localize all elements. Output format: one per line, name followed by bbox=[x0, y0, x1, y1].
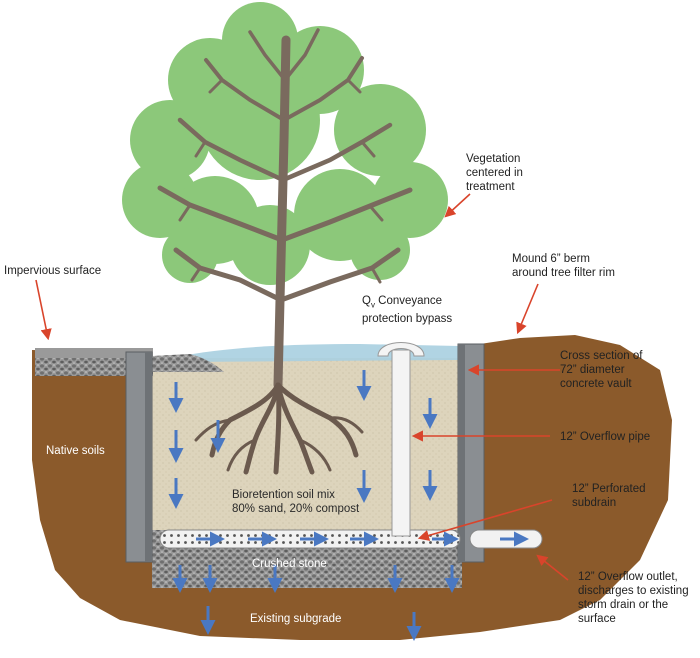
label-impervious-surface: Impervious surface bbox=[4, 265, 102, 277]
rock-mulch bbox=[152, 354, 224, 372]
bypass-subscript: v bbox=[370, 300, 375, 310]
callout-perforated bbox=[417, 499, 553, 541]
callout-impervious bbox=[35, 279, 52, 341]
label-bypass: Qv Conveyance protection bypass bbox=[362, 294, 452, 326]
label-existing-subgrade: Existing subgrade bbox=[250, 613, 342, 625]
bypass-q: Q bbox=[362, 295, 371, 307]
impervious-slab bbox=[35, 348, 153, 358]
overflow-pipe-cap bbox=[377, 342, 425, 357]
callout-arrows bbox=[35, 193, 569, 581]
label-mound-berm: Mound 6” berm around tree filter rim bbox=[512, 253, 615, 279]
label-overflow-pipe: 12” Overflow pipe bbox=[560, 431, 651, 443]
callout-mound bbox=[516, 283, 539, 335]
label-concrete-vault: Cross section of 72” diameter concrete v… bbox=[560, 350, 643, 390]
impervious-gravel bbox=[35, 358, 153, 376]
label-overflow-outlet: 12” Overflow outlet, discharges to exist… bbox=[578, 571, 689, 625]
callout-vegetation bbox=[444, 193, 471, 218]
label-perforated-subdrain: 12” Perforated subdrain bbox=[572, 483, 646, 509]
label-soil-mix: Bioretention soil mix 80% sand, 20% comp… bbox=[232, 489, 360, 515]
infiltration-arrows bbox=[168, 370, 529, 641]
callout-outlet bbox=[536, 554, 569, 581]
overflow-pipe bbox=[391, 349, 411, 537]
bypass-text: Conveyance protection bypass bbox=[362, 295, 453, 326]
label-crushed-stone: Crushed stone bbox=[252, 558, 327, 570]
tree-roots bbox=[194, 382, 364, 475]
tree-structure bbox=[157, 28, 413, 390]
vault-wall-left-face bbox=[145, 352, 152, 562]
tree-canopy bbox=[122, 2, 448, 285]
label-native-soils: Native soils bbox=[46, 445, 105, 457]
label-vegetation: Vegetation centered in treatment bbox=[466, 153, 523, 193]
vault-wall-right-face bbox=[458, 344, 465, 562]
